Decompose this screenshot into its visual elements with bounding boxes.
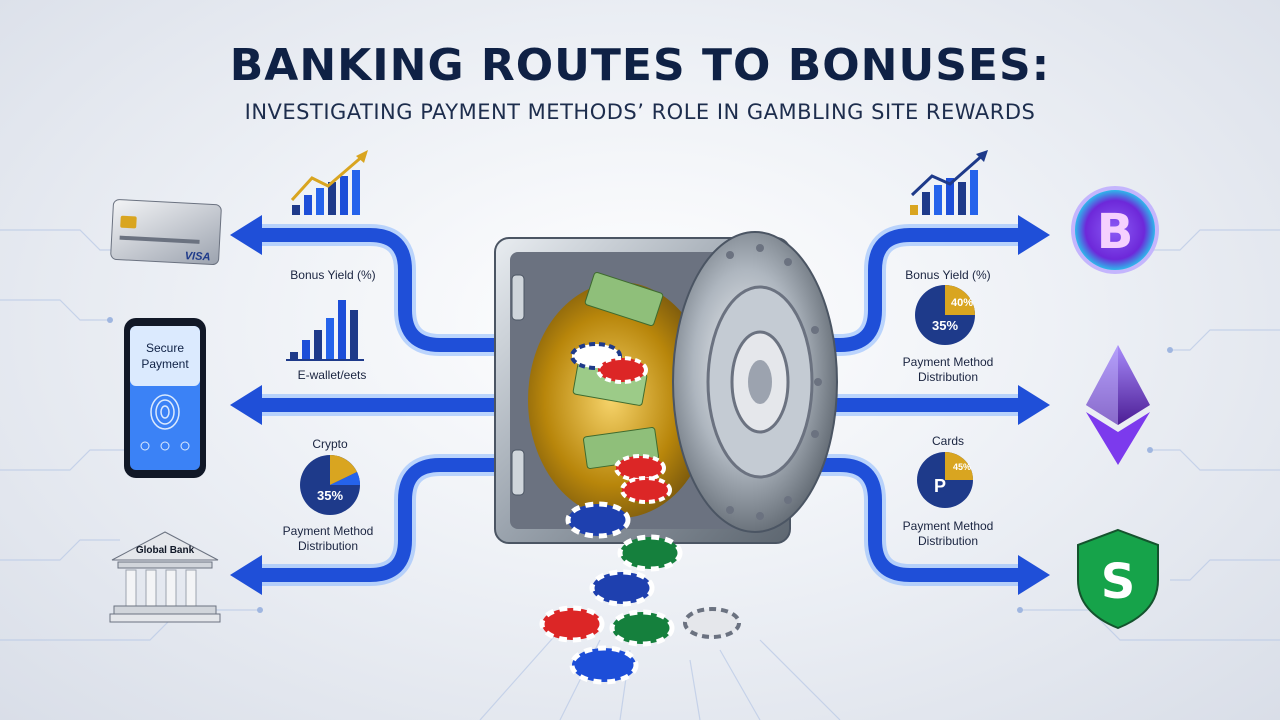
svg-text:B: B: [1097, 204, 1134, 260]
pie-bottom-right-label-a: 45%: [953, 462, 971, 472]
bank-name: Global Bank: [136, 545, 195, 556]
svg-text:P: P: [934, 476, 946, 496]
bank-icon: Global Bank: [109, 531, 221, 623]
phone-screen-line1: Secure: [146, 341, 184, 355]
bar-chart-icon-top-right: [910, 150, 988, 215]
pie-top-right-label-a: 40%: [951, 297, 973, 309]
right-distribution2-line2: Distribution: [917, 534, 979, 548]
vault-icon: [494, 231, 838, 544]
pie-left-label: 35%: [317, 488, 343, 503]
right-cards-label: Cards: [931, 434, 964, 448]
pie-chart-icon-left: [300, 455, 360, 515]
card-brand: VISA: [184, 250, 210, 263]
phone-screen-line2: Payment: [141, 357, 189, 371]
ethereum-icon: [1086, 345, 1150, 465]
page-subtitle: INVESTIGATING PAYMENT METHODS’ ROLE IN G…: [244, 100, 1036, 124]
dollar-shield-icon: S: [1077, 528, 1159, 630]
right-distribution2-line1: Payment Method: [902, 519, 994, 533]
page-title: BANKING ROUTES TO BONUSES:: [229, 40, 1051, 91]
fingerprint-icon: [150, 394, 180, 430]
chip-stack: [539, 501, 741, 685]
circuit-lines: [0, 229, 1280, 720]
right-distribution-line1: Payment Method: [902, 355, 994, 369]
right-distribution-line2: Distribution: [917, 370, 979, 384]
credit-card-icon: VISA: [110, 199, 222, 266]
left-distribution-line2: Distribution: [297, 539, 359, 553]
pie-top-right-label-b: 35%: [932, 318, 958, 333]
smartphone-icon: Secure Payment: [124, 318, 206, 478]
right-arrowheads: [1018, 215, 1050, 595]
left-crypto-label: Crypto: [312, 437, 348, 451]
left-distribution-line1: Payment Method: [282, 524, 374, 538]
right-distribution2-label: Payment Method Distribution: [888, 519, 1008, 549]
bar-chart-icon-top-left: [290, 150, 368, 215]
bitcoin-icon: B: [1071, 186, 1159, 274]
pie-chart-icon-top-right: [915, 285, 975, 345]
chips-inside: [570, 342, 672, 504]
left-arrows: [244, 224, 506, 586]
left-bonus-yield-label: Bonus Yield (%): [290, 268, 376, 282]
right-distribution-label: Payment Method Distribution: [888, 355, 1008, 385]
left-distribution-label: Payment Method Distribution: [268, 524, 388, 554]
bar-chart-icon-mid-left: [286, 300, 364, 361]
right-bonus-yield-label: Bonus Yield (%): [905, 268, 991, 282]
left-arrowheads: [230, 215, 262, 595]
pie-chart-icon-bottom-right: P: [917, 452, 973, 508]
left-ewallets-label: E-wallet/eets: [297, 368, 367, 382]
svg-text:S: S: [1101, 554, 1136, 610]
